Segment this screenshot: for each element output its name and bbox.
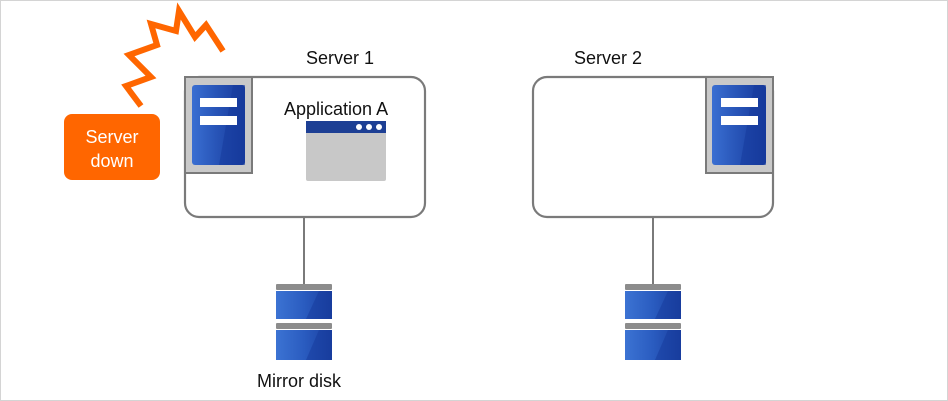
server-down-badge: Server down xyxy=(64,114,160,180)
server-2 xyxy=(531,75,775,219)
server-1-label: Server 1 xyxy=(306,48,374,68)
application-a-label: Application A xyxy=(284,99,388,119)
application-a-window-icon xyxy=(306,121,386,181)
server-2-label: Server 2 xyxy=(574,48,642,68)
server-down-line-2: down xyxy=(90,151,133,171)
lightning-bolt-icon xyxy=(121,2,226,108)
server-1: Application A xyxy=(183,75,427,219)
server-2-disk-icon xyxy=(625,284,681,360)
server-1-tower-icon xyxy=(184,76,253,174)
server-down-line-1: Server xyxy=(85,127,138,147)
mirror-disk-label: Mirror disk xyxy=(257,371,342,391)
mirror-disk-icon xyxy=(276,284,332,360)
server-2-tower-icon xyxy=(705,76,774,174)
